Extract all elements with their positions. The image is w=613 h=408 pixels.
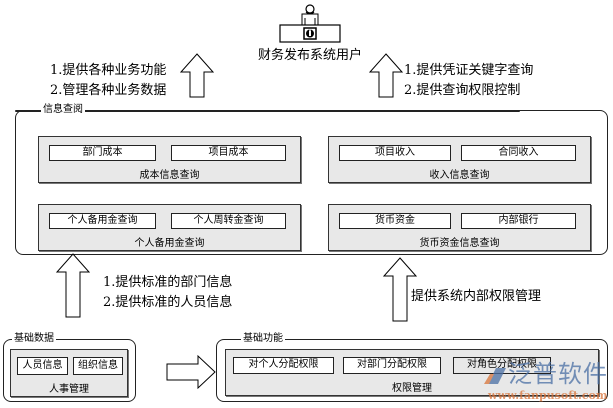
watermark-url: www.fanpusoft.com <box>488 389 608 402</box>
note-line: 1.提供各种业务功能 <box>50 63 167 78</box>
up-arrow-icon <box>368 53 404 98</box>
watermark-brand: 泛普软件 <box>508 360 608 388</box>
note-top-left: 1.提供各种业务功能 2.管理各种业务数据 <box>50 61 166 101</box>
item-petty-cash-query[interactable]: 个人备用金查询 <box>49 213 156 229</box>
note-line: 2.提供查询权限控制 <box>404 83 521 98</box>
note-mid-right: 提供系统内部权限管理 <box>411 287 541 307</box>
basic-data-group: 基础数据 人员信息 组织信息 人事管理 <box>3 332 136 402</box>
note-line: 2.管理各种业务数据 <box>50 83 167 98</box>
panel-hr-management: 人员信息 组织信息 人事管理 <box>10 349 128 397</box>
panel-cost-query: 部门成本 项目成本 成本信息查询 <box>38 136 301 183</box>
note-top-right: 1.提供凭证关键字查询 2.提供查询权限控制 <box>404 61 533 101</box>
brand-logo-icon <box>484 368 506 384</box>
item-project-income[interactable]: 项目收入 <box>339 145 451 161</box>
item-personnel-info[interactable]: 人员信息 <box>17 357 68 375</box>
item-organization-info[interactable]: 组织信息 <box>73 357 123 375</box>
item-revolving-fund-query[interactable]: 个人周转金查询 <box>171 213 286 229</box>
item-monetary-fund[interactable]: 货币资金 <box>339 213 451 229</box>
panel-label: 收入信息查询 <box>429 170 490 181</box>
panel-label: 权限管理 <box>392 383 432 394</box>
group-title: 基础数据 <box>12 332 56 346</box>
group-title: 信息查阅 <box>41 103 85 117</box>
right-arrow-icon <box>166 354 216 390</box>
panel-label: 个人备用金查询 <box>134 238 205 249</box>
system-user-label: 财务发布系统用户 <box>257 48 362 63</box>
panel-label: 货币资金信息查询 <box>419 238 500 249</box>
note-line: 1.提供凭证关键字查询 <box>404 63 534 78</box>
panel-income-query: 项目收入 合同收入 收入信息查询 <box>328 136 591 183</box>
panel-monetary-fund-query: 货币资金 内部银行 货币资金信息查询 <box>328 204 591 251</box>
item-department-cost[interactable]: 部门成本 <box>49 145 156 161</box>
note-line: 2.提供标准的人员信息 <box>103 295 233 310</box>
up-arrow-icon <box>55 253 91 318</box>
note-line: 提供系统内部权限管理 <box>411 289 542 304</box>
panel-petty-cash-query: 个人备用金查询 个人周转金查询 个人备用金查询 <box>38 204 301 251</box>
item-project-cost[interactable]: 项目成本 <box>171 145 286 161</box>
item-assign-individual-permissions[interactable]: 对个人分配权限 <box>233 357 334 374</box>
note-line: 1.提供标准的部门信息 <box>103 275 233 290</box>
note-mid-left: 1.提供标准的部门信息 2.提供标准的人员信息 <box>103 273 232 313</box>
up-arrow-icon <box>179 53 215 98</box>
up-arrow-icon <box>382 257 418 322</box>
panel-label: 人事管理 <box>49 384 89 395</box>
user-at-desk-icon <box>279 4 341 43</box>
item-assign-department-permissions[interactable]: 对部门分配权限 <box>343 357 441 374</box>
watermark: 泛普软件 www.fanpusoft.com <box>482 358 610 406</box>
item-contract-income[interactable]: 合同收入 <box>461 145 576 161</box>
group-title: 基础功能 <box>241 332 285 346</box>
item-internal-bank[interactable]: 内部银行 <box>461 213 576 229</box>
info-query-group: 信息查阅 部门成本 项目成本 成本信息查询 项目收入 合同收入 收入信息查询 个… <box>15 103 608 255</box>
basic-functions-group: 基础功能 对个人分配权限 对部门分配权限 对角色分配权限 权限管理 <box>216 332 608 402</box>
panel-label: 成本信息查询 <box>139 170 200 181</box>
panel-permission-management: 对个人分配权限 对部门分配权限 对角色分配权限 权限管理 <box>225 349 599 396</box>
